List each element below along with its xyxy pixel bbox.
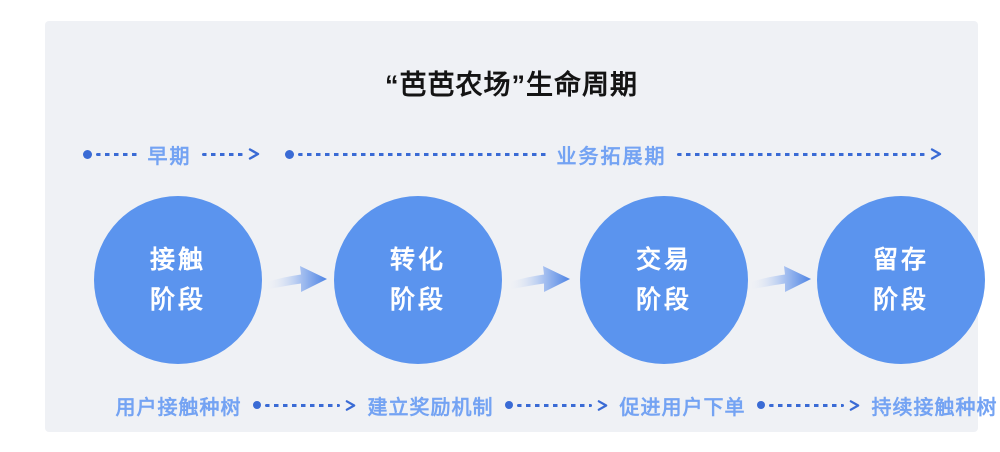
action-label-order: 促进用户下单 [619, 396, 746, 419]
stage-line1: 转化 [389, 246, 446, 274]
dashed-line [298, 152, 547, 156]
stage-line2: 阶段 [872, 286, 929, 314]
stage-circle-retention: 留存 阶段 [817, 196, 985, 364]
action-chain: 用户接触种树 建立奖励机制 促进用户下单 [90, 390, 1000, 420]
flow-arrow-icon [267, 266, 327, 292]
stage-circle-transaction: 交易 阶段 [580, 196, 748, 364]
stage-line2: 阶段 [389, 286, 446, 314]
stage-line1: 交易 [635, 246, 692, 274]
dashed-line [768, 403, 844, 407]
start-dot-icon [83, 149, 92, 159]
stage-circle-conversion: 转化 阶段 [334, 196, 502, 364]
phase-label-early: 早期 [147, 145, 192, 168]
start-dot-icon [252, 401, 261, 409]
phase-arrow-early: 早期 [83, 143, 261, 168]
phase-label-expansion: 业务拓展期 [556, 145, 667, 168]
action-label-retain: 持续接触种树 [871, 396, 998, 419]
arrowhead-icon [248, 148, 260, 160]
phase-arrow-expansion: 业务拓展期 [285, 143, 943, 168]
action-connector [756, 399, 861, 412]
dashed-line [264, 403, 340, 407]
arrowhead-icon [930, 148, 942, 160]
stage-circle-contact: 接触 阶段 [94, 196, 262, 364]
flow-arrow-icon [751, 266, 811, 292]
dashed-line [516, 403, 592, 407]
arrowhead-icon [345, 399, 355, 411]
start-dot-icon [504, 401, 513, 409]
flow-arrow-icon [510, 266, 570, 292]
action-label-reward: 建立奖励机制 [367, 396, 494, 419]
stage-line2: 阶段 [149, 286, 206, 314]
diagram-panel: “芭芭农场”生命周期 早期 业务拓展期 接触 阶段 转化 [45, 21, 997, 432]
start-dot-icon [285, 149, 294, 159]
stage-line1: 留存 [872, 246, 929, 274]
stage-line2: 阶段 [635, 286, 692, 314]
dashed-line [201, 152, 243, 156]
arrowhead-icon [849, 399, 859, 411]
diagram-title: “芭芭农场”生命周期 [385, 70, 638, 100]
start-dot-icon [756, 401, 765, 409]
dashed-line [676, 152, 925, 156]
arrowhead-icon [597, 399, 607, 411]
dashed-line [96, 152, 138, 156]
action-connector [504, 399, 609, 412]
action-label-contact: 用户接触种树 [115, 396, 242, 419]
stage-line1: 接触 [149, 246, 206, 274]
action-connector [252, 399, 357, 412]
